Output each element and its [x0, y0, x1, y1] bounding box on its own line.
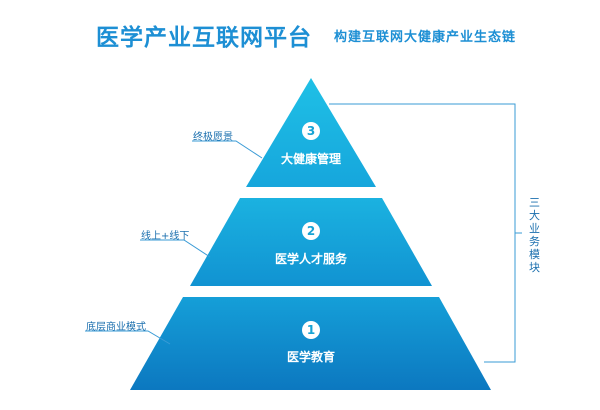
tier-2-title: 医学人才服务	[274, 252, 347, 266]
tier-3-title: 大健康管理	[280, 152, 341, 166]
tier-3-side-label: 终极愿景	[193, 132, 233, 143]
leader-line-tier-2	[140, 239, 211, 258]
tier-2-side-label: 线上+线下	[141, 231, 190, 242]
pyramid-tier-2	[190, 198, 432, 286]
tier-1-side-label: 底层商业模式	[86, 322, 146, 333]
page-title: 医学产业互联网平台	[96, 25, 312, 51]
tier-1-number-badge: 1	[302, 321, 320, 339]
page-subtitle: 构建互联网大健康产业生态链	[334, 30, 517, 45]
bracket-label: 三大业务模块	[529, 196, 540, 274]
pyramid-tier-1	[130, 297, 491, 390]
header: 医学产业互联网平台 构建互联网大健康产业生态链	[0, 8, 600, 52]
tier-1-title: 医学教育	[286, 350, 335, 364]
leader-line-tier-1	[85, 330, 171, 345]
tier-2-number-badge: 2	[302, 222, 320, 240]
leader-line-tier-3	[192, 140, 263, 159]
tier-3-number-badge: 3	[302, 122, 320, 140]
